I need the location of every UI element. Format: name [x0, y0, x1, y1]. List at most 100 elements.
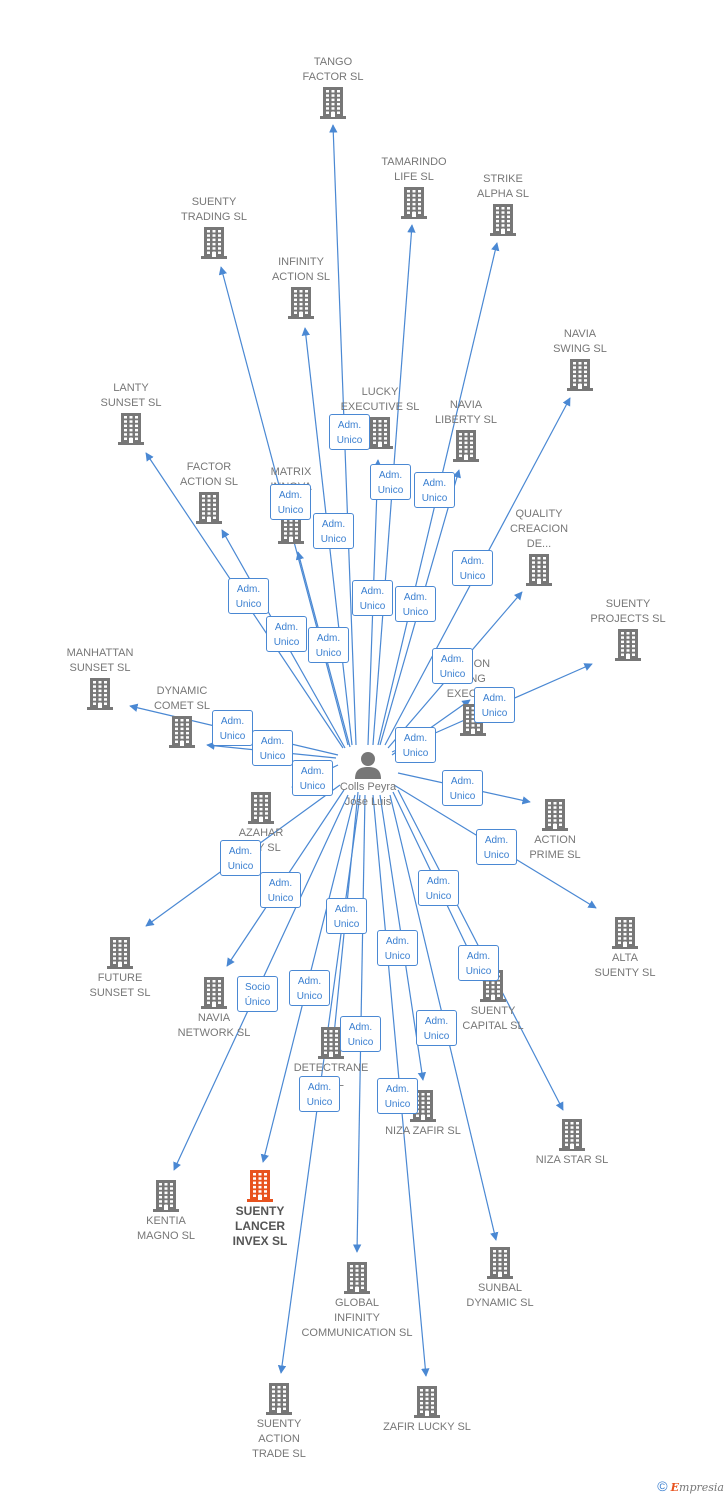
company-node-action-prime[interactable]: ACTION PRIME SL [495, 797, 615, 863]
building-icon [401, 187, 427, 219]
company-node-lanty-sunset[interactable]: LANTY SUNSET SL [71, 381, 191, 447]
company-label: FACTOR ACTION SL [179, 461, 239, 488]
company-node-dynamic-comet[interactable]: DYNAMIC COMET SL [122, 684, 242, 750]
company-label: NAVIA SWING SL [553, 328, 607, 355]
company-label: SUENTY ACTION TRADE SL [252, 1418, 306, 1460]
person-icon [355, 752, 381, 779]
company-node-azahar[interactable]: AZAHAR ...TY SL [201, 790, 321, 856]
edge-label-quality-creacion[interactable]: Adm. Unico [432, 648, 473, 684]
edge-label-azahar[interactable]: Adm. Unico [292, 760, 333, 796]
company-node-future-sunset[interactable]: FUTURE SUNSET SL [60, 935, 180, 1001]
edge-label-suenty-trading[interactable]: Adm. Unico [270, 484, 311, 520]
person-node[interactable]: Colls Peyra Jose Luis [308, 750, 428, 810]
company-node-suenty-lancer[interactable]: SUENTY LANCER INVEX SL [200, 1168, 320, 1249]
company-label: NAVIA NETWORK SL [177, 1012, 251, 1039]
footer-brand: © Empresia [657, 1478, 724, 1494]
building-icon [612, 917, 638, 949]
edge-label-factor-action[interactable]: Adm. Unico [266, 616, 307, 652]
company-label: QUALITY CREACION DE... [509, 508, 569, 550]
company-label: SUENTY LANCER INVEX SL [232, 1204, 288, 1248]
company-label: SUENTY PROJECTS SL [590, 598, 666, 625]
edge-label-manhattan-sunset[interactable]: Adm. Unico [212, 710, 253, 746]
company-label: FUTURE SUNSET SL [89, 972, 151, 999]
company-node-niza-zafir[interactable]: NIZA ZAFIR SL [363, 1088, 483, 1139]
building-icon [559, 1119, 585, 1151]
edge-label-navia-network[interactable]: Adm. Unico [260, 872, 301, 908]
edge-label-infinity-action[interactable]: Adm. Unico [313, 513, 354, 549]
company-label: STRIKE ALPHA SL [477, 173, 529, 200]
company-node-lucky-executive[interactable]: LUCKY EXECUTIVE SL [320, 385, 440, 451]
edge-label-kentia-magno[interactable]: Socio Único [237, 976, 278, 1012]
edge-label-tango-factor[interactable]: Adm. Unico [329, 414, 370, 450]
edge-label-suenty-action-trade[interactable]: Adm. Unico [299, 1076, 340, 1112]
company-node-tango-factor[interactable]: TANGO FACTOR SL [273, 55, 393, 121]
building-icon [118, 413, 144, 445]
building-icon [487, 1247, 513, 1279]
company-node-quality-creacion[interactable]: QUALITY CREACION DE... [479, 507, 599, 588]
company-label: SUENTY TRADING SL [180, 196, 247, 223]
edge-label-tamarindo-life[interactable]: Adm. Unico [352, 580, 393, 616]
company-label: AZAHAR ...TY SL [238, 827, 284, 854]
edge-label-suenty-lancer[interactable]: Adm. Unico [289, 970, 330, 1006]
brand-name: mpresia [679, 1481, 724, 1494]
edge-label-detectrane[interactable]: Adm. Unico [326, 898, 367, 934]
company-node-global-infinity[interactable]: GLOBAL INFINITY COMMUNICATION SL [297, 1260, 417, 1341]
company-label: LUCKY EXECUTIVE SL [340, 386, 420, 413]
copyright-symbol: © [657, 1478, 668, 1494]
company-label: KENTIA MAGNO SL [136, 1215, 196, 1242]
edge-label-niza-zafir[interactable]: Adm. Unico [377, 1078, 418, 1114]
building-icon [526, 554, 552, 586]
company-label: INFINITY ACTION SL [271, 256, 331, 283]
person-label: Colls Peyra Jose Luis [339, 781, 397, 808]
company-node-moon-executive[interactable]: ...OON ...NG EXECUT... [413, 657, 533, 738]
company-node-navia-network[interactable]: NAVIA NETWORK SL [154, 975, 274, 1041]
edge-label-dynamic-comet[interactable]: Adm. Unico [252, 730, 293, 766]
company-label: TAMARINDO LIFE SL [381, 156, 447, 183]
company-node-navia-liberty[interactable]: NAVIA LIBERTY SL [406, 398, 526, 464]
edge-label-navia-liberty[interactable]: Adm. Unico [414, 472, 455, 508]
company-label: NIZA ZAFIR SL [385, 1125, 461, 1137]
edge-label-global-infinity[interactable]: Adm. Unico [377, 930, 418, 966]
edge-label-sunbal-dynamic[interactable]: Adm. Unico [416, 1010, 457, 1046]
edge-label-lanty-sunset[interactable]: Adm. Unico [228, 578, 269, 614]
company-node-infinity-action[interactable]: INFINITY ACTION SL [241, 255, 361, 321]
company-node-suenty-action-trade[interactable]: SUENTY ACTION TRADE SL [219, 1381, 339, 1462]
company-node-niza-star[interactable]: NIZA STAR SL [512, 1117, 632, 1168]
building-icon [453, 430, 479, 462]
company-node-manhattan-sunset[interactable]: MANHATTAN SUNSET SL [40, 646, 160, 712]
building-icon [344, 1262, 370, 1294]
company-node-tamarindo-life[interactable]: TAMARINDO LIFE SL [354, 155, 474, 221]
edge-label-navia-swing[interactable]: Adm. Unico [452, 550, 493, 586]
edge-label-niza-star[interactable]: Adm. Unico [458, 945, 499, 981]
edge-label-future-sunset[interactable]: Adm. Unico [220, 840, 261, 876]
edge-label-suenty-capital[interactable]: Adm. Unico [418, 870, 459, 906]
building-icon [318, 1027, 344, 1059]
company-node-strike-alpha[interactable]: STRIKE ALPHA SL [443, 172, 563, 238]
edge-label-zafir-lucky[interactable]: Adm. Unico [340, 1016, 381, 1052]
company-node-suenty-trading[interactable]: SUENTY TRADING SL [154, 195, 274, 261]
edge-label-strike-alpha[interactable]: Adm. Unico [395, 586, 436, 622]
building-icon [266, 1383, 292, 1415]
edge-label-suenty-projects[interactable]: Adm. Unico [474, 687, 515, 723]
building-icon [201, 977, 227, 1009]
edge-label-alta-suenty[interactable]: Adm. Unico [476, 829, 517, 865]
building-icon [201, 227, 227, 259]
company-node-kentia-magno[interactable]: KENTIA MAGNO SL [106, 1178, 226, 1244]
building-icon [367, 417, 393, 449]
company-node-navia-swing[interactable]: NAVIA SWING SL [520, 327, 640, 393]
company-label: DYNAMIC COMET SL [153, 685, 211, 712]
company-label: ACTION PRIME SL [529, 834, 581, 861]
company-node-suenty-projects[interactable]: SUENTY PROJECTS SL [568, 597, 688, 663]
edge-label-matrix-innova[interactable]: Adm. Unico [308, 627, 349, 663]
company-node-sunbal-dynamic[interactable]: SUNBAL DYNAMIC SL [440, 1245, 560, 1311]
edge-label-lucky-executive[interactable]: Adm. Unico [370, 464, 411, 500]
building-icon [107, 937, 133, 969]
company-node-factor-action[interactable]: FACTOR ACTION SL [149, 460, 269, 526]
building-icon [196, 492, 222, 524]
edge-label-action-prime[interactable]: Adm. Unico [442, 770, 483, 806]
edge-label-moon-executive[interactable]: Adm. Unico [395, 727, 436, 763]
building-icon [542, 799, 568, 831]
company-label: SUENTY CAPITAL SL [462, 1005, 524, 1032]
company-node-alta-suenty[interactable]: ALTA SUENTY SL [565, 915, 685, 981]
company-node-zafir-lucky[interactable]: ZAFIR LUCKY SL [367, 1384, 487, 1435]
